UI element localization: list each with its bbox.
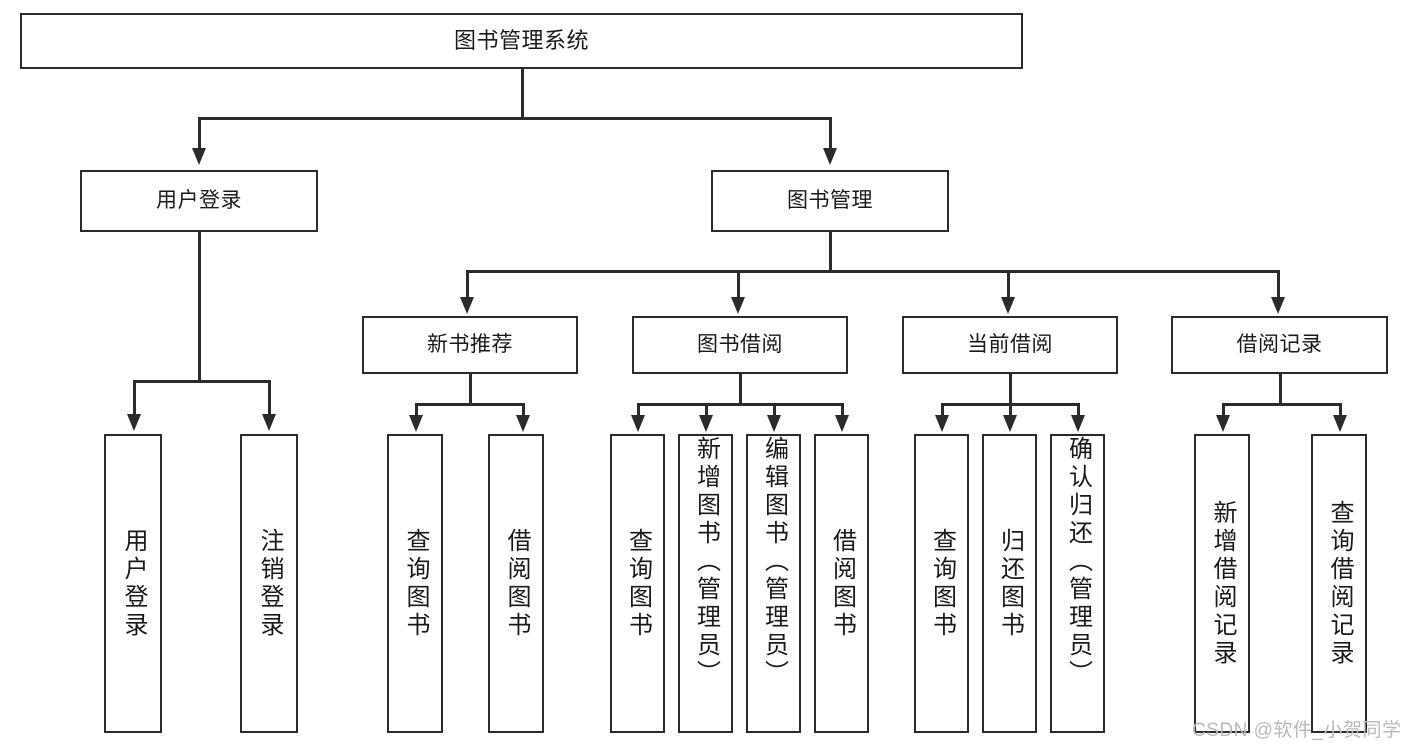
node-leaf-add-borrow-record[interactable]: 新增借阅记录 (1194, 434, 1250, 733)
arrowhead-root-to-user-login (192, 148, 206, 165)
connector-book-borrow-trunk (739, 374, 742, 405)
node-label: 图书管理系统 (453, 28, 589, 54)
arrowhead-to-current-borrow (1001, 297, 1015, 314)
arrowhead-to-new-book-rec (460, 297, 474, 314)
node-leaf-edit-book-admin[interactable]: 编辑图书（管理员） (746, 434, 801, 733)
node-leaf-query-book-borrow[interactable]: 查询图书 (610, 434, 665, 733)
connector-root-to-user-login (198, 117, 201, 150)
node-label: 当前借阅 (967, 332, 1053, 356)
node-leaf-query-book-current[interactable]: 查询图书 (914, 434, 969, 733)
arrowhead-user-login-to-leaf-2 (262, 414, 276, 431)
connector-user-login-trunk (198, 232, 201, 382)
node-new-book-recommendation[interactable]: 新书推荐 (362, 316, 578, 374)
connector-book-manage-to-borrow-record (1277, 270, 1280, 299)
connector-new-book-rec-split-bar (415, 403, 525, 406)
node-borrowing-record[interactable]: 借阅记录 (1171, 316, 1388, 374)
node-label: 编辑图书（管理员） (760, 436, 788, 688)
connector-current-borrow-to-leaf-2 (1009, 403, 1012, 417)
node-label: 查询图书 (624, 527, 652, 640)
connector-user-login-to-leaf-1 (133, 380, 136, 416)
arrowhead-current-borrow-leaf-3 (1071, 415, 1085, 432)
arrowhead-current-borrow-leaf-1 (935, 415, 949, 432)
node-leaf-logout[interactable]: 注销登录 (240, 434, 298, 733)
node-label: 查询图书 (402, 527, 429, 640)
connector-root-trunk (521, 69, 524, 119)
connector-current-borrow-to-leaf-3 (1077, 403, 1080, 417)
connector-borrow-record-to-leaf-1 (1222, 403, 1225, 417)
node-leaf-query-book-new-rec[interactable]: 查询图书 (387, 434, 443, 733)
node-user-login[interactable]: 用户登录 (80, 170, 318, 232)
node-label: 借阅图书 (828, 527, 856, 640)
arrowhead-to-book-borrow (731, 297, 745, 314)
node-leaf-add-book-admin[interactable]: 新增图书（管理员） (678, 434, 733, 733)
connector-current-borrow-to-leaf-1 (941, 403, 944, 417)
arrowhead-book-borrow-leaf-1 (631, 415, 645, 432)
connector-root-to-book-manage (829, 117, 832, 150)
arrowhead-book-borrow-leaf-3 (767, 415, 781, 432)
connector-book-borrow-to-leaf-4 (841, 403, 844, 417)
node-label: 确认归还（管理员） (1064, 436, 1092, 688)
node-leaf-query-borrow-record[interactable]: 查询借阅记录 (1311, 434, 1367, 733)
node-label: 新增借阅记录 (1209, 499, 1236, 668)
connector-book-manage-to-new-book-rec (466, 270, 469, 299)
node-leaf-user-login[interactable]: 用户登录 (104, 434, 162, 733)
connector-new-book-rec-to-leaf-1 (415, 403, 418, 417)
connector-borrow-record-trunk (1279, 374, 1282, 405)
arrowhead-user-login-to-leaf-1 (127, 414, 141, 431)
node-label: 图书管理 (787, 188, 873, 212)
connector-new-book-rec-trunk (469, 374, 472, 405)
node-label: 新书推荐 (427, 332, 513, 356)
node-root-book-management-system[interactable]: 图书管理系统 (20, 13, 1023, 69)
connector-new-book-rec-to-leaf-2 (522, 403, 525, 417)
connector-book-borrow-to-leaf-1 (637, 403, 640, 417)
arrowhead-book-borrow-leaf-4 (835, 415, 849, 432)
arrowhead-book-borrow-leaf-2 (699, 415, 713, 432)
arrowhead-new-book-rec-leaf-1 (409, 415, 423, 432)
connector-book-manage-split-bar (466, 270, 1279, 273)
connector-book-manage-trunk (829, 232, 832, 272)
node-label: 借阅记录 (1236, 332, 1323, 356)
connector-user-login-to-leaf-2 (268, 380, 271, 416)
node-leaf-borrow-book-new-rec[interactable]: 借阅图书 (488, 434, 544, 733)
arrowhead-to-borrow-record (1271, 297, 1285, 314)
connector-user-login-split-bar (133, 380, 268, 383)
node-label: 查询借阅记录 (1326, 499, 1353, 668)
connector-borrow-record-split-bar (1222, 403, 1339, 406)
node-label: 借阅图书 (503, 527, 530, 640)
node-label: 用户登录 (120, 527, 147, 640)
node-label: 图书借阅 (697, 332, 783, 356)
arrowhead-borrow-record-leaf-2 (1333, 415, 1347, 432)
connector-borrow-record-to-leaf-2 (1339, 403, 1342, 417)
node-book-management[interactable]: 图书管理 (711, 170, 949, 232)
connector-book-manage-to-current-borrow (1007, 270, 1010, 299)
node-leaf-return-book[interactable]: 归还图书 (982, 434, 1037, 733)
node-leaf-confirm-return-admin[interactable]: 确认归还（管理员） (1050, 434, 1105, 733)
watermark-csdn: CSDN @软件_小贺同学 (1192, 720, 1402, 741)
connector-current-borrow-trunk (1009, 374, 1012, 405)
connector-root-split-bar (198, 117, 832, 120)
arrowhead-current-borrow-leaf-2 (1003, 415, 1017, 432)
connector-book-borrow-to-leaf-2 (705, 403, 708, 417)
node-label: 新增图书（管理员） (692, 436, 720, 688)
node-label: 用户登录 (156, 188, 242, 212)
node-label: 注销登录 (256, 527, 283, 640)
node-label: 归还图书 (996, 527, 1024, 640)
connector-book-borrow-split-bar (637, 403, 843, 406)
arrowhead-new-book-rec-leaf-2 (516, 415, 530, 432)
connector-book-manage-to-book-borrow (737, 270, 740, 299)
node-current-borrowing[interactable]: 当前借阅 (902, 316, 1118, 374)
node-book-borrowing[interactable]: 图书借阅 (632, 316, 848, 374)
arrowhead-root-to-book-manage (823, 148, 837, 165)
node-leaf-borrow-book-borrow[interactable]: 借阅图书 (814, 434, 869, 733)
arrowhead-borrow-record-leaf-1 (1216, 415, 1230, 432)
connector-book-borrow-to-leaf-3 (773, 403, 776, 417)
node-label: 查询图书 (928, 527, 956, 640)
